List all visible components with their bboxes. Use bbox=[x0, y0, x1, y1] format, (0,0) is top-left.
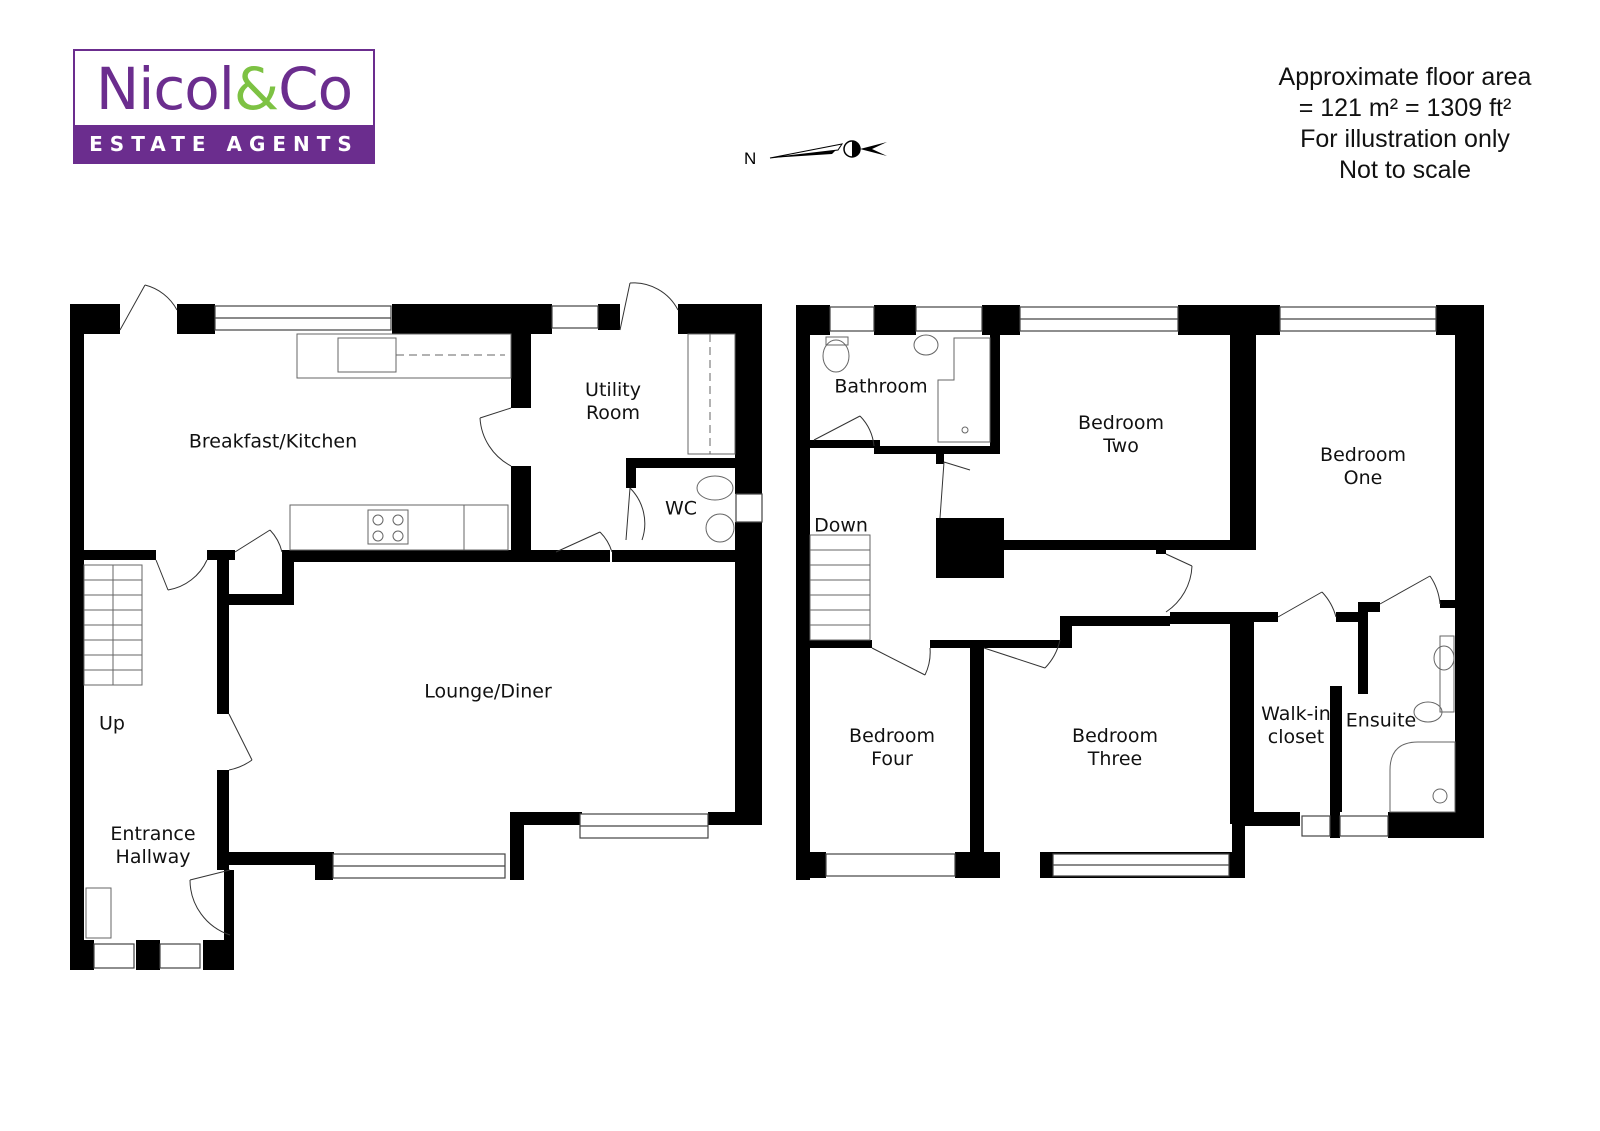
room-label-bedroom-three: Bedroom Three bbox=[1072, 725, 1158, 771]
bed1-label-line-1: Bedroom bbox=[1320, 444, 1406, 466]
area-note-line-1: Approximate floor area bbox=[1278, 63, 1532, 91]
ground-floor-windows bbox=[93, 305, 763, 969]
ground-floor-fixtures bbox=[83, 333, 736, 939]
room-label-utility-room: Utility Room bbox=[585, 379, 641, 425]
room-label-bedroom-one: Bedroom One bbox=[1320, 444, 1406, 490]
bed4-label-line-2: Four bbox=[871, 748, 913, 770]
room-label-breakfast-kitchen: Breakfast/Kitchen bbox=[188, 430, 358, 453]
agent-logo: Nicol&Co ESTATE AGENTS bbox=[73, 49, 375, 164]
logo-brand-left: Nicol bbox=[95, 55, 235, 123]
room-label-bedroom-two: Bedroom Two bbox=[1078, 412, 1164, 458]
first-floor-walls bbox=[796, 305, 1484, 880]
room-label-walk-in-closet: Walk-in closet bbox=[1261, 703, 1331, 749]
ground-floor-walls bbox=[70, 304, 762, 970]
ground-floor-doors bbox=[119, 282, 679, 936]
first-floor-fixtures bbox=[809, 334, 1456, 813]
room-label-wc: WC bbox=[664, 497, 698, 520]
logo-tagline: ESTATE AGENTS bbox=[75, 125, 373, 162]
closet-label-line-2: closet bbox=[1267, 726, 1325, 748]
room-label-lounge-diner: Lounge/Diner bbox=[424, 680, 552, 703]
north-label: N bbox=[744, 149, 756, 168]
stairs-label-up: Up bbox=[99, 712, 125, 735]
logo-wordmark: Nicol&Co bbox=[75, 51, 373, 127]
area-note-line-2: = 121 m² = 1309 ft² bbox=[1298, 94, 1512, 122]
logo-brand-right: Co bbox=[278, 55, 353, 123]
first-floor-windows bbox=[825, 306, 1437, 877]
room-label-bathroom: Bathroom bbox=[834, 375, 928, 398]
area-note-line-3: For illustration only bbox=[1300, 125, 1510, 153]
stairs-label-down: Down bbox=[814, 514, 868, 537]
floor-area-note: Approximate floor area = 121 m² = 1309 f… bbox=[1270, 62, 1540, 186]
bed1-label-line-2: One bbox=[1343, 467, 1383, 489]
hall-label-line-2: Hallway bbox=[115, 846, 191, 868]
bed2-label-line-1: Bedroom bbox=[1078, 412, 1164, 434]
bed4-label-line-1: Bedroom bbox=[849, 725, 935, 747]
utility-label-line-1: Utility bbox=[585, 379, 641, 401]
hall-label-line-1: Entrance bbox=[110, 823, 196, 845]
bed2-label-line-2: Two bbox=[1103, 435, 1139, 457]
utility-label-line-2: Room bbox=[585, 402, 641, 424]
area-note-line-4: Not to scale bbox=[1338, 156, 1471, 184]
bed3-label-line-2: Three bbox=[1087, 748, 1143, 770]
room-label-bedroom-four: Bedroom Four bbox=[849, 725, 935, 771]
bed3-label-line-1: Bedroom bbox=[1072, 725, 1158, 747]
room-label-ensuite: Ensuite bbox=[1345, 709, 1417, 732]
first-floor-doors bbox=[813, 415, 1441, 676]
logo-ampersand: & bbox=[233, 55, 279, 123]
closet-label-line-1: Walk-in bbox=[1261, 703, 1331, 725]
room-label-entrance-hallway: Entrance Hallway bbox=[110, 823, 195, 869]
north-arrow-icon: N bbox=[744, 140, 887, 168]
